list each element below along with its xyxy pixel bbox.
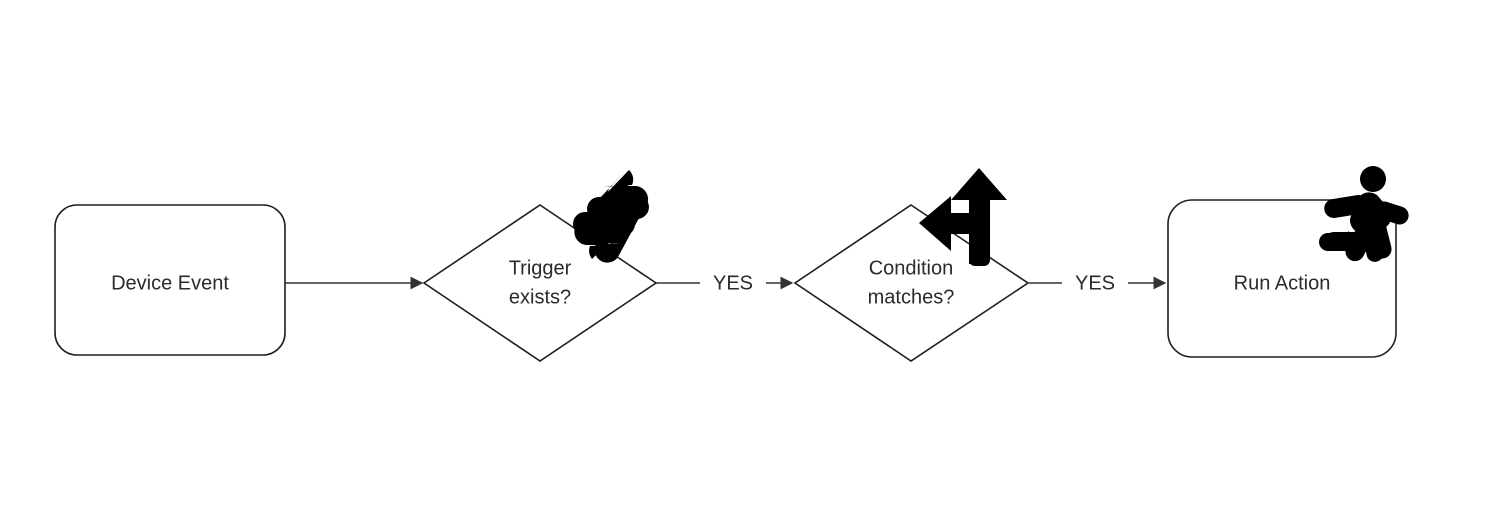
lightning-bolt-icon xyxy=(573,170,649,263)
node-condition-matches[interactable]: Condition matches? xyxy=(793,168,1030,362)
trigger-exists-label-line-1: Trigger xyxy=(509,257,572,279)
node-trigger-exists[interactable]: Trigger exists? xyxy=(422,170,658,362)
trigger-exists-label-line-2: exists? xyxy=(509,286,571,308)
condition-matches-shape[interactable] xyxy=(793,204,1030,362)
condition-matches-label-line-1: Condition xyxy=(869,257,954,279)
running-person-icon xyxy=(1319,166,1409,262)
run-action-label: Run Action xyxy=(1234,272,1331,294)
condition-matches-label-line-2: matches? xyxy=(868,286,955,308)
device-event-label: Device Event xyxy=(111,272,229,294)
edge-trigger-to-condition: YES xyxy=(656,272,794,294)
node-run-action[interactable]: Run Action xyxy=(1167,166,1411,358)
edge-label-yes-1: YES xyxy=(713,272,753,294)
node-device-event[interactable]: Device Event xyxy=(54,204,286,356)
edge-condition-to-action: YES xyxy=(1029,272,1167,294)
branch-arrow-icon xyxy=(919,168,1007,266)
device-event-shape[interactable] xyxy=(54,204,286,356)
edge-label-yes-2: YES xyxy=(1075,272,1115,294)
